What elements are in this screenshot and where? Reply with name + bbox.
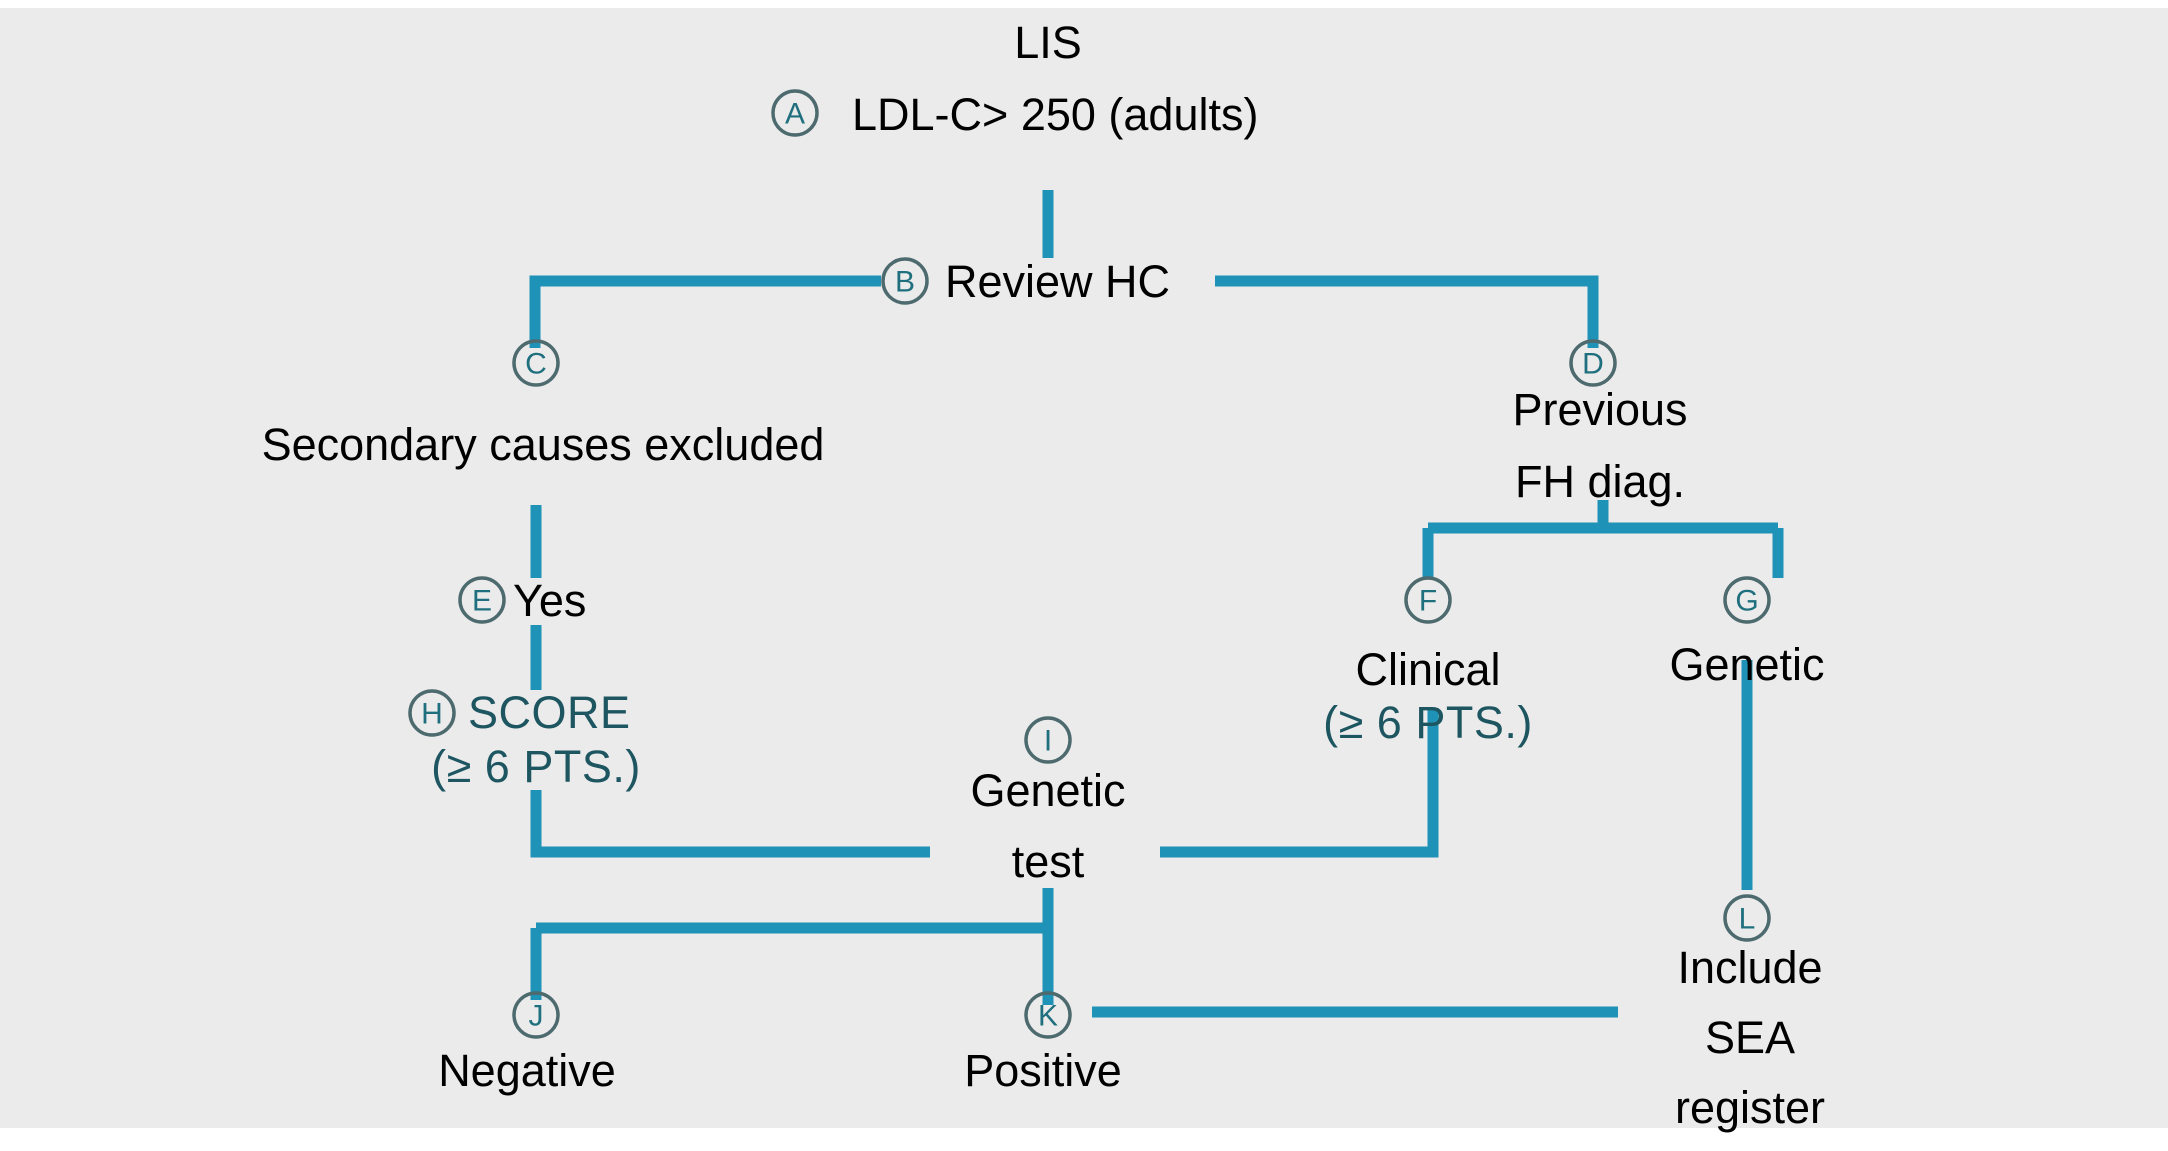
node-c-letter: C	[525, 348, 547, 381]
node-i[interactable]: I Genetic test	[970, 716, 1126, 887]
node-g[interactable]: G Genetic	[1669, 576, 1825, 690]
node-e[interactable]: E Yes	[458, 575, 586, 626]
node-c-label: Secondary causes excluded	[262, 419, 825, 470]
node-e-circle	[458, 576, 506, 624]
node-d-label-line2: FH diag.	[1515, 456, 1685, 507]
node-b-label: Review HC	[945, 256, 1170, 307]
node-c[interactable]: C Secondary causes excluded	[262, 339, 825, 470]
node-l-circle	[1723, 894, 1771, 942]
node-f-label-line2: (≥ 6 PTS.)	[1323, 697, 1533, 748]
edge-group	[529, 190, 1784, 1018]
node-i-label-line1: Genetic	[970, 765, 1125, 816]
node-k-label: Positive	[964, 1045, 1122, 1096]
edge-h-to-i	[530, 790, 930, 858]
node-a-label: LDL-C> 250 (adults)	[852, 89, 1258, 140]
node-e-letter: E	[472, 585, 492, 618]
edge-b-to-c	[529, 275, 881, 348]
node-f[interactable]: F Clinical (≥ 6 PTS.)	[1323, 576, 1533, 748]
diagram-background	[0, 8, 2168, 1128]
diagram-title: LIS	[1014, 17, 1082, 68]
node-l-letter: L	[1739, 903, 1756, 936]
node-j-label: Negative	[438, 1045, 616, 1096]
node-l[interactable]: L Include SEA register	[1675, 894, 1825, 1133]
node-i-letter: I	[1044, 725, 1052, 758]
node-h-label-line2: (≥ 6 PTS.)	[431, 741, 641, 792]
node-g-letter: G	[1735, 585, 1758, 618]
node-e-label: Yes	[513, 575, 586, 626]
node-l-label-line2: SEA	[1705, 1012, 1795, 1063]
node-g-circle	[1723, 576, 1771, 624]
node-a-letter: A	[785, 98, 805, 131]
node-a[interactable]: A LDL-C> 250 (adults)	[771, 89, 1258, 140]
node-h[interactable]: H SCORE (≥ 6 PTS.)	[408, 687, 641, 792]
node-f-letter: F	[1419, 585, 1437, 618]
node-i-label-line2: test	[1012, 836, 1085, 887]
node-i-circle	[1024, 716, 1072, 764]
node-d-label-line1: Previous	[1512, 384, 1687, 435]
node-a-circle	[771, 89, 819, 137]
node-b[interactable]: B Review HC	[881, 256, 1170, 307]
node-l-label-line3: register	[1675, 1082, 1825, 1133]
node-h-label-line1: SCORE	[468, 687, 631, 738]
node-h-circle	[408, 689, 456, 737]
node-k-letter: K	[1038, 1000, 1058, 1033]
node-b-letter: B	[895, 266, 915, 299]
node-j-letter: J	[529, 1000, 544, 1033]
node-k-circle	[1024, 991, 1072, 1039]
edge-b-to-d	[1215, 275, 1599, 348]
node-d[interactable]: D Previous FH diag.	[1512, 339, 1688, 507]
node-j-circle	[512, 991, 560, 1039]
node-l-label-line1: Include	[1677, 942, 1822, 993]
node-f-label-line1: Clinical	[1355, 644, 1500, 695]
node-f-circle	[1404, 576, 1452, 624]
node-b-circle	[881, 257, 929, 305]
node-g-label: Genetic	[1669, 639, 1824, 690]
node-c-circle	[512, 339, 560, 387]
node-h-letter: H	[421, 698, 443, 731]
node-d-letter: D	[1582, 348, 1604, 381]
edge-f-to-i	[1160, 708, 1439, 858]
node-k[interactable]: K Positive	[964, 991, 1122, 1096]
node-j[interactable]: J Negative	[438, 991, 616, 1096]
node-d-circle	[1569, 339, 1617, 387]
